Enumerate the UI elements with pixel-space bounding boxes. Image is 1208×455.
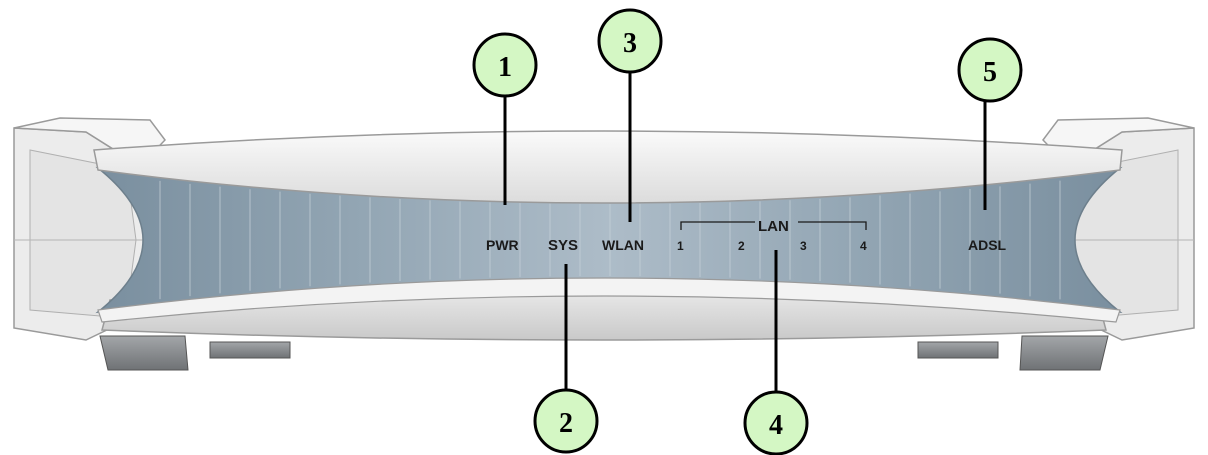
- callout-1-number: 1: [498, 52, 512, 83]
- pwr-led-label: PWR: [486, 237, 519, 253]
- lan-group-label: LAN: [758, 218, 789, 235]
- callout-2: 2: [533, 388, 599, 454]
- callout-leaders: [503, 70, 987, 397]
- adsl-led-label: ADSL: [968, 237, 1007, 253]
- callout-5-number: 5: [983, 57, 997, 88]
- callout-2-number: 2: [559, 408, 573, 439]
- left-inner-foot: [209, 341, 291, 359]
- sys-led-label: SYS: [548, 237, 578, 254]
- lan-port-3-label: 3: [800, 239, 807, 253]
- wlan-led-label: WLAN: [602, 237, 644, 253]
- lan-port-1-label: 1: [677, 239, 684, 253]
- callout-5: 5: [957, 37, 1023, 103]
- right-outer-foot: [1019, 335, 1109, 371]
- lan-port-4-label: 4: [860, 239, 867, 253]
- router-top-lip: [93, 130, 1123, 204]
- callout-3: 3: [597, 8, 663, 74]
- callout-4: 4: [743, 390, 809, 455]
- panel-ribbing: [159, 180, 1061, 300]
- left-outer-foot: [99, 335, 189, 371]
- callout-4-number: 4: [769, 410, 783, 441]
- callout-1: 1: [472, 32, 538, 98]
- callout-3-number: 3: [623, 28, 637, 59]
- right-inner-foot: [917, 341, 999, 359]
- router-feet: [99, 335, 1109, 371]
- lan-bracket: [680, 221, 867, 230]
- router-bottom-lip: [97, 277, 1121, 323]
- led-labels: PWR SYS WLAN LAN 1 2 3 4 ADSL: [486, 218, 1007, 254]
- lan-port-2-label: 2: [738, 239, 745, 253]
